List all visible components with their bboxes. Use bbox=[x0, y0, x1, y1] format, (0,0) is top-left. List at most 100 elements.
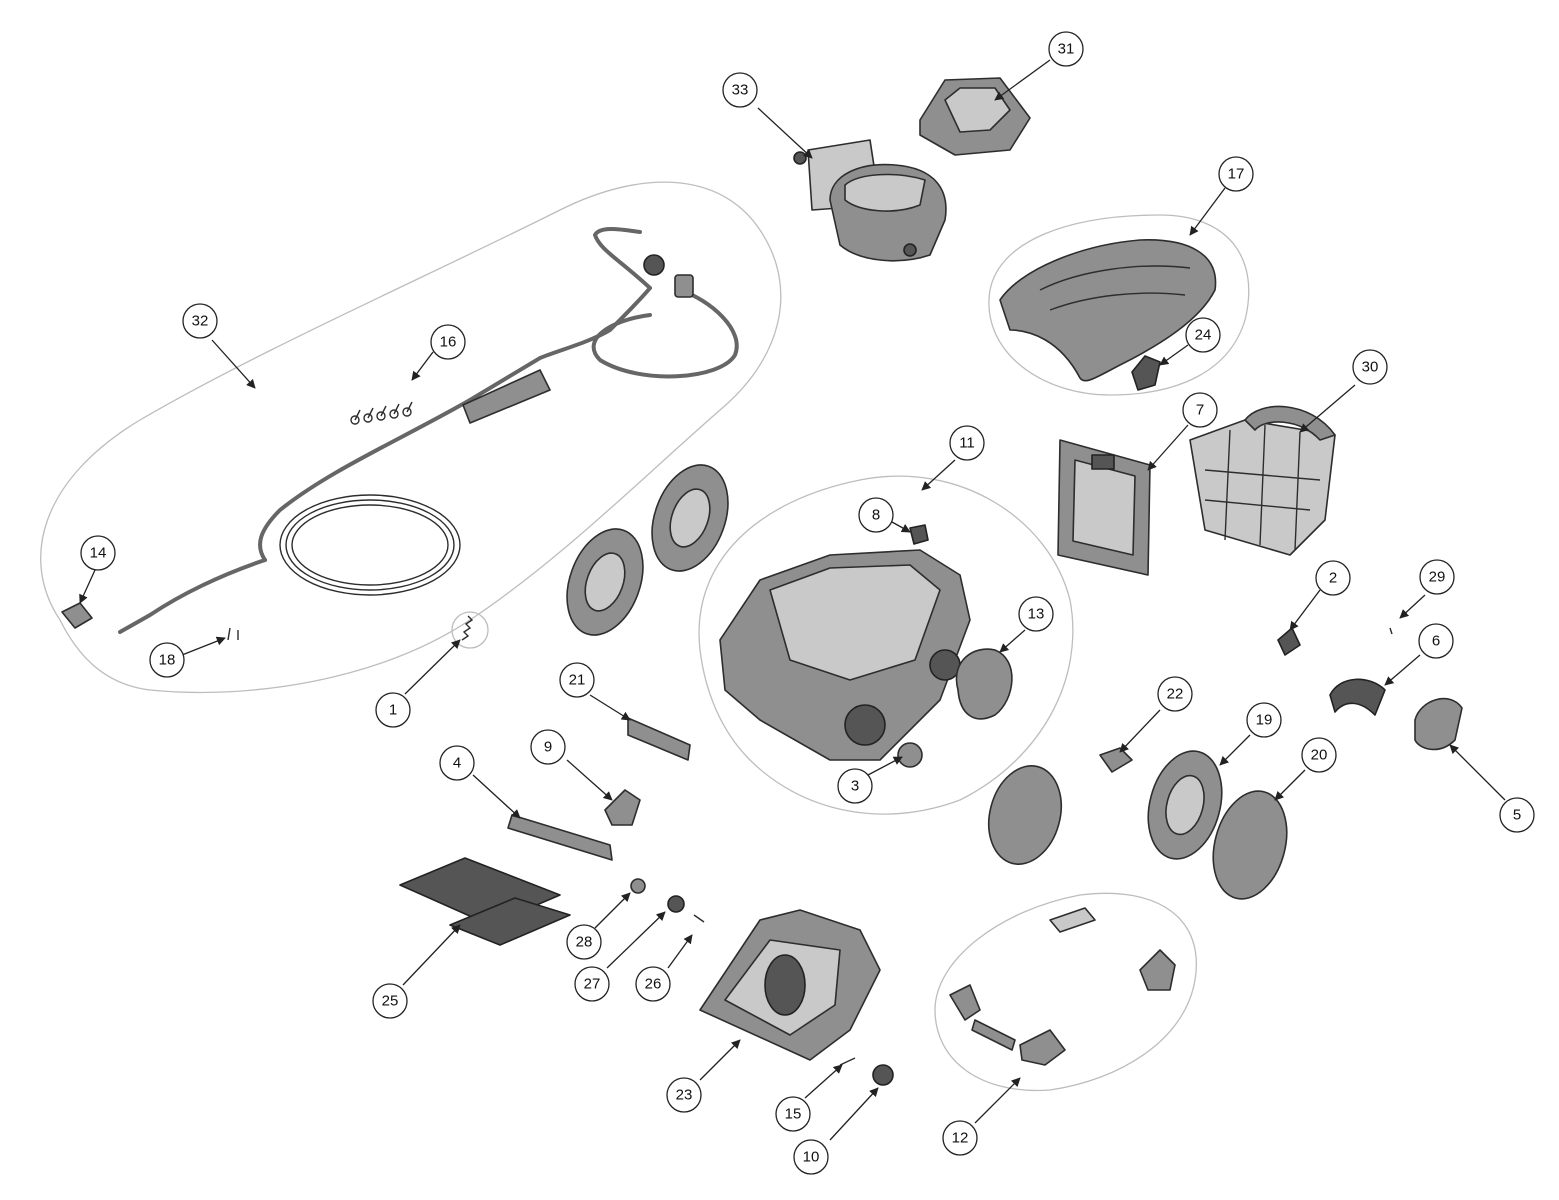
group-outline-top-cover bbox=[988, 214, 1250, 396]
svg-text:30: 30 bbox=[1362, 359, 1379, 376]
wheel-front-part bbox=[988, 765, 1062, 865]
top-cover-part bbox=[999, 239, 1217, 382]
svg-text:4: 4 bbox=[453, 755, 461, 772]
leader-15 bbox=[804, 1064, 843, 1099]
svg-text:22: 22 bbox=[1167, 686, 1184, 703]
callout-18: 18 bbox=[149, 642, 185, 678]
bumper-set-part bbox=[949, 907, 1176, 1066]
callout-2: 2 bbox=[1315, 560, 1351, 596]
group-outline-cable-kit bbox=[40, 181, 782, 694]
callout-24: 24 bbox=[1185, 317, 1221, 353]
svg-text:29: 29 bbox=[1429, 569, 1446, 586]
power-cable-part bbox=[118, 227, 739, 634]
swivel-part bbox=[61, 602, 93, 629]
end-cap-part bbox=[1414, 697, 1463, 751]
svg-text:14: 14 bbox=[90, 545, 107, 562]
svg-text:27: 27 bbox=[584, 976, 601, 993]
leader-6 bbox=[1384, 654, 1421, 686]
svg-text:20: 20 bbox=[1311, 747, 1328, 764]
chassis-part bbox=[719, 549, 971, 761]
svg-text:21: 21 bbox=[569, 672, 586, 689]
leader-22 bbox=[1119, 709, 1161, 753]
group-outline-bumpers bbox=[934, 892, 1197, 1092]
callout-1: 1 bbox=[375, 692, 411, 728]
bracket-part bbox=[604, 789, 641, 826]
svg-text:28: 28 bbox=[576, 934, 593, 951]
svg-text:9: 9 bbox=[544, 739, 552, 756]
callout-33: 33 bbox=[722, 72, 758, 108]
svg-text:33: 33 bbox=[732, 82, 749, 99]
wheel-left-front-part bbox=[566, 528, 644, 636]
svg-text:19: 19 bbox=[1256, 712, 1273, 729]
leader-28 bbox=[594, 892, 631, 929]
clip-part bbox=[1131, 355, 1161, 391]
svg-text:5: 5 bbox=[1513, 807, 1521, 824]
leader-18 bbox=[181, 636, 226, 656]
leader-9 bbox=[566, 759, 613, 801]
wheel-part bbox=[1147, 750, 1223, 860]
callout-6: 6 bbox=[1418, 623, 1454, 659]
callout-26: 26 bbox=[635, 966, 671, 1002]
callout-19: 19 bbox=[1246, 702, 1282, 738]
callout-15: 15 bbox=[775, 1096, 811, 1132]
leader-7 bbox=[1147, 424, 1189, 471]
svg-text:13: 13 bbox=[1028, 606, 1045, 623]
spring-part bbox=[461, 615, 474, 641]
callout-7: 7 bbox=[1182, 392, 1218, 428]
motor-unit-part bbox=[793, 139, 947, 262]
leader-31 bbox=[994, 59, 1051, 101]
svg-text:18: 18 bbox=[159, 652, 176, 669]
leader-1 bbox=[404, 639, 461, 695]
leader-13 bbox=[999, 629, 1026, 653]
callout-20: 20 bbox=[1301, 737, 1337, 773]
leader-29 bbox=[1399, 594, 1426, 619]
leader-27 bbox=[606, 911, 666, 969]
drive-gear-part bbox=[897, 742, 923, 768]
svg-text:17: 17 bbox=[1228, 166, 1245, 183]
pin-part bbox=[693, 914, 705, 923]
callout-11: 11 bbox=[949, 425, 985, 461]
callout-8: 8 bbox=[858, 497, 894, 533]
callout-12: 12 bbox=[942, 1120, 978, 1156]
callout-31: 31 bbox=[1048, 31, 1084, 67]
leader-11 bbox=[921, 459, 956, 491]
callout-25: 25 bbox=[372, 983, 408, 1019]
leader-19 bbox=[1219, 734, 1251, 766]
leader-20 bbox=[1274, 769, 1306, 801]
tire-part bbox=[1212, 790, 1288, 900]
callout-5: 5 bbox=[1499, 797, 1535, 833]
svg-text:23: 23 bbox=[676, 1087, 693, 1104]
callout-9: 9 bbox=[530, 729, 566, 765]
callout-17: 17 bbox=[1218, 156, 1254, 192]
svg-text:24: 24 bbox=[1195, 327, 1212, 344]
callout-29: 29 bbox=[1419, 559, 1455, 595]
leader-23 bbox=[699, 1039, 741, 1081]
group-outline-chassis bbox=[698, 475, 1074, 815]
svg-text:16: 16 bbox=[440, 334, 457, 351]
svg-text:26: 26 bbox=[645, 976, 662, 993]
filter-basket-part bbox=[1189, 405, 1336, 556]
leader-2 bbox=[1289, 589, 1321, 631]
leader-17 bbox=[1189, 187, 1226, 236]
brushes-part bbox=[399, 857, 571, 946]
leader-30 bbox=[1299, 384, 1356, 433]
roller-shaft-part bbox=[507, 814, 613, 861]
bushing-part bbox=[630, 878, 646, 894]
svg-text:6: 6 bbox=[1432, 633, 1440, 650]
svg-text:12: 12 bbox=[952, 1130, 969, 1147]
group-outline-spring bbox=[451, 611, 489, 649]
leader-26 bbox=[667, 934, 693, 969]
svg-text:8: 8 bbox=[872, 507, 880, 524]
small-pin-part bbox=[839, 1057, 856, 1066]
brush-holder-part bbox=[1329, 678, 1386, 716]
callout-3: 3 bbox=[837, 768, 873, 804]
tiny-pin-part bbox=[1389, 627, 1393, 635]
leader-21 bbox=[589, 694, 631, 721]
bumper-strip-part bbox=[627, 717, 691, 761]
callout-27: 27 bbox=[574, 966, 610, 1002]
leader-8 bbox=[891, 521, 911, 533]
motor-base-part bbox=[699, 909, 881, 1061]
filter-frame-part bbox=[1057, 439, 1151, 576]
callout-16: 16 bbox=[430, 324, 466, 360]
